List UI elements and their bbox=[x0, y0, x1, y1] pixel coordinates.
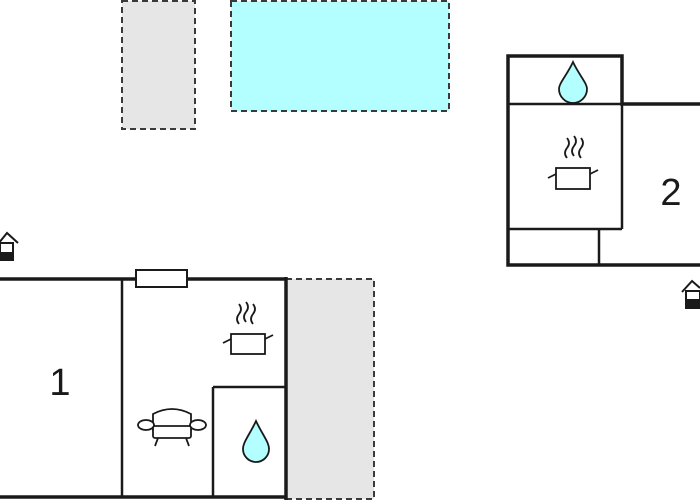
room-1-label: 1 bbox=[49, 362, 70, 404]
terrace-area-side bbox=[285, 278, 375, 500]
house-entrance-icon bbox=[681, 279, 700, 309]
building-1-inner-walls bbox=[120, 279, 286, 497]
cooking-pot-icon bbox=[547, 135, 599, 190]
cooking-pot-icon bbox=[222, 301, 274, 355]
building-2-walls bbox=[506, 54, 700, 267]
building-2-inner-walls bbox=[508, 102, 624, 265]
terrace-area-top bbox=[121, 0, 196, 130]
room-2-label: 2 bbox=[660, 172, 681, 214]
sofa-icon bbox=[137, 408, 207, 447]
water-drop-icon bbox=[242, 418, 270, 463]
house-entrance-icon bbox=[0, 231, 19, 261]
window-icon bbox=[135, 269, 188, 288]
water-drop-icon bbox=[558, 59, 588, 104]
building-1-walls bbox=[0, 277, 288, 500]
pool-area bbox=[230, 0, 450, 112]
